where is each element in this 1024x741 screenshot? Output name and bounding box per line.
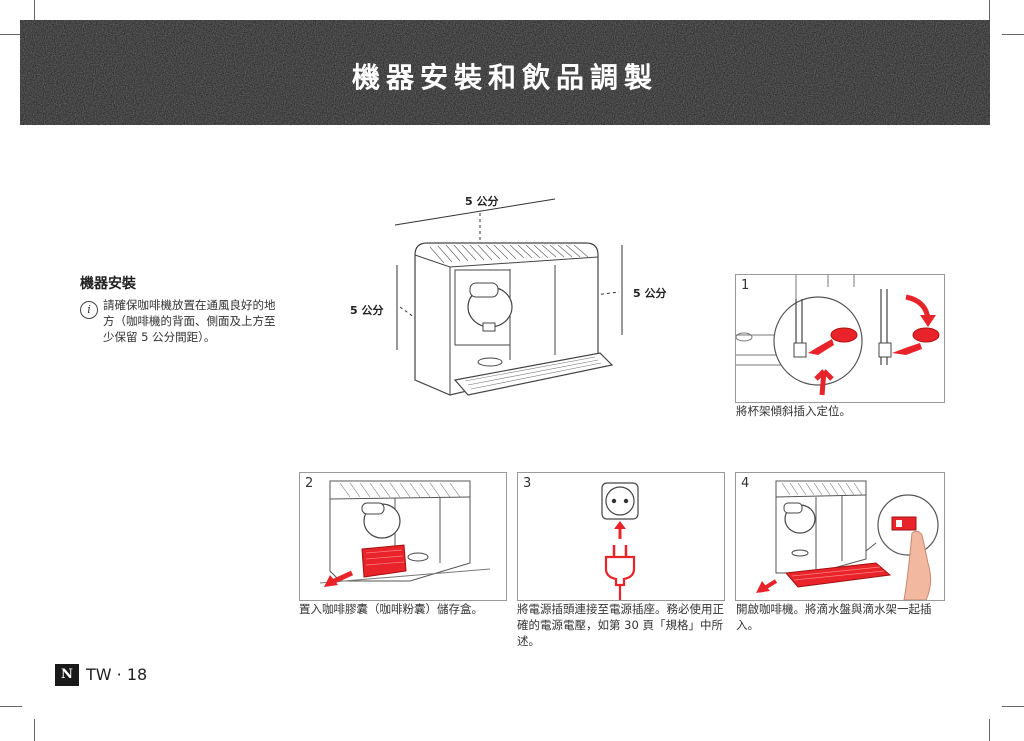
crop-mark <box>1002 706 1024 707</box>
step-3-panel: 3 <box>517 472 725 601</box>
crop-mark <box>34 719 35 741</box>
capsule-container-illustration <box>319 480 491 587</box>
step-1-panel: 1 <box>735 274 945 403</box>
cup-support-illustration <box>736 275 940 396</box>
crop-mark <box>0 34 22 35</box>
step-number: 1 <box>741 278 750 293</box>
dimension-top-label: 5 公分 <box>465 195 499 208</box>
info-icon: i <box>80 301 98 319</box>
step-number: 2 <box>305 476 314 491</box>
crop-mark <box>989 719 990 741</box>
crop-mark <box>34 0 35 22</box>
texture-background <box>20 20 990 125</box>
section-title: 機器安裝 <box>80 276 136 292</box>
power-on-illustration <box>756 480 939 600</box>
step-number: 4 <box>741 476 750 491</box>
machine-clearance-illustration <box>394 198 623 396</box>
step-1-caption: 將杯架傾斜插入定位。 <box>736 404 851 418</box>
header-banner: 機器安裝和飲品調製 <box>20 20 990 125</box>
crop-mark <box>1002 34 1024 35</box>
power-plug-illustration <box>601 482 639 600</box>
info-text: 請確保咖啡機放置在通風良好的地方（咖啡機的背面、側面及上方至少保留 5 公分間距… <box>103 298 276 344</box>
crop-mark <box>989 0 990 22</box>
step-4-panel: 4 <box>735 472 945 601</box>
crop-mark <box>0 706 22 707</box>
step-4-caption: 開啟咖啡機。將滴水盤與滴水架一起插入。 <box>736 602 932 632</box>
step-3-caption: 將電源插頭連接至電源插座。務必使用正確的電源電壓，如第 30 頁「規格」中所述。 <box>517 602 724 648</box>
page-title: 機器安裝和飲品調製 <box>351 61 658 94</box>
brand-logo: N <box>55 664 79 686</box>
dimension-right-label: 5 公分 <box>633 287 667 300</box>
step-number: 3 <box>523 476 532 491</box>
dimension-left-label: 5 公分 <box>350 304 384 317</box>
step-2-panel: 2 <box>299 472 507 601</box>
page-number: TW · 18 <box>86 665 148 684</box>
step-2-caption: 置入咖啡膠囊（咖啡粉囊）儲存盒。 <box>299 602 483 616</box>
